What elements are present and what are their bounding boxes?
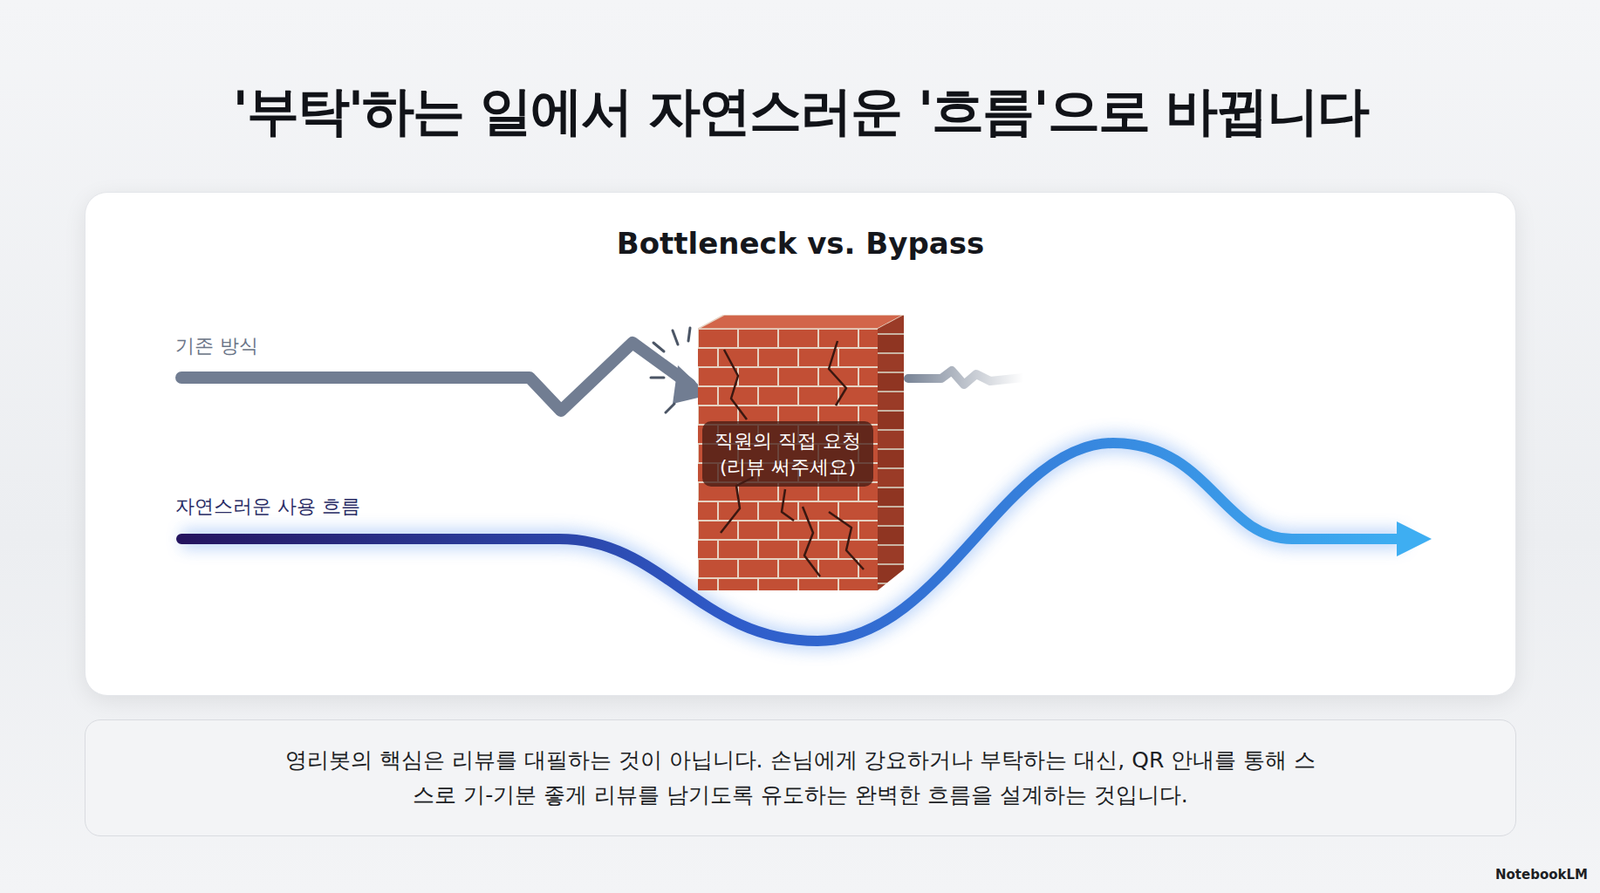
impact-spark: [650, 376, 664, 380]
impact-spark: [653, 342, 664, 352]
brick-wall: 직원의 직접 요청 (리뷰 써주세요): [697, 314, 904, 591]
caption-box: 영리봇의 핵심은 리뷰를 대필하는 것이 아닙니다. 손님에게 강요하거나 부탁…: [84, 719, 1517, 837]
impact-spark: [672, 330, 678, 345]
caption-text: 영리봇의 핵심은 리뷰를 대필하는 것이 아닙니다. 손님에게 강요하거나 부탁…: [281, 743, 1320, 814]
page-title: '부탁'하는 일에서 자연스러운 '흐름'으로 바뀝니다: [0, 76, 1600, 148]
blue-arrowhead: [1396, 521, 1432, 557]
impact-spark: [688, 328, 691, 342]
comparison-panel: Bottleneck vs. Bypass 직원의 직접 요청 (리뷰 써주세요): [84, 191, 1517, 697]
row-label: 기존 방식: [175, 333, 259, 360]
panel-subtitle: Bottleneck vs. Bypass: [85, 225, 1516, 261]
wall-label: 직원의 직접 요청 (리뷰 써주세요): [702, 421, 874, 487]
impact-spark: [665, 403, 675, 413]
broken-line: [908, 370, 1024, 385]
watermark: NotebookLM: [1495, 867, 1588, 883]
row-label: 자연스러운 사용 흐름: [175, 493, 361, 520]
